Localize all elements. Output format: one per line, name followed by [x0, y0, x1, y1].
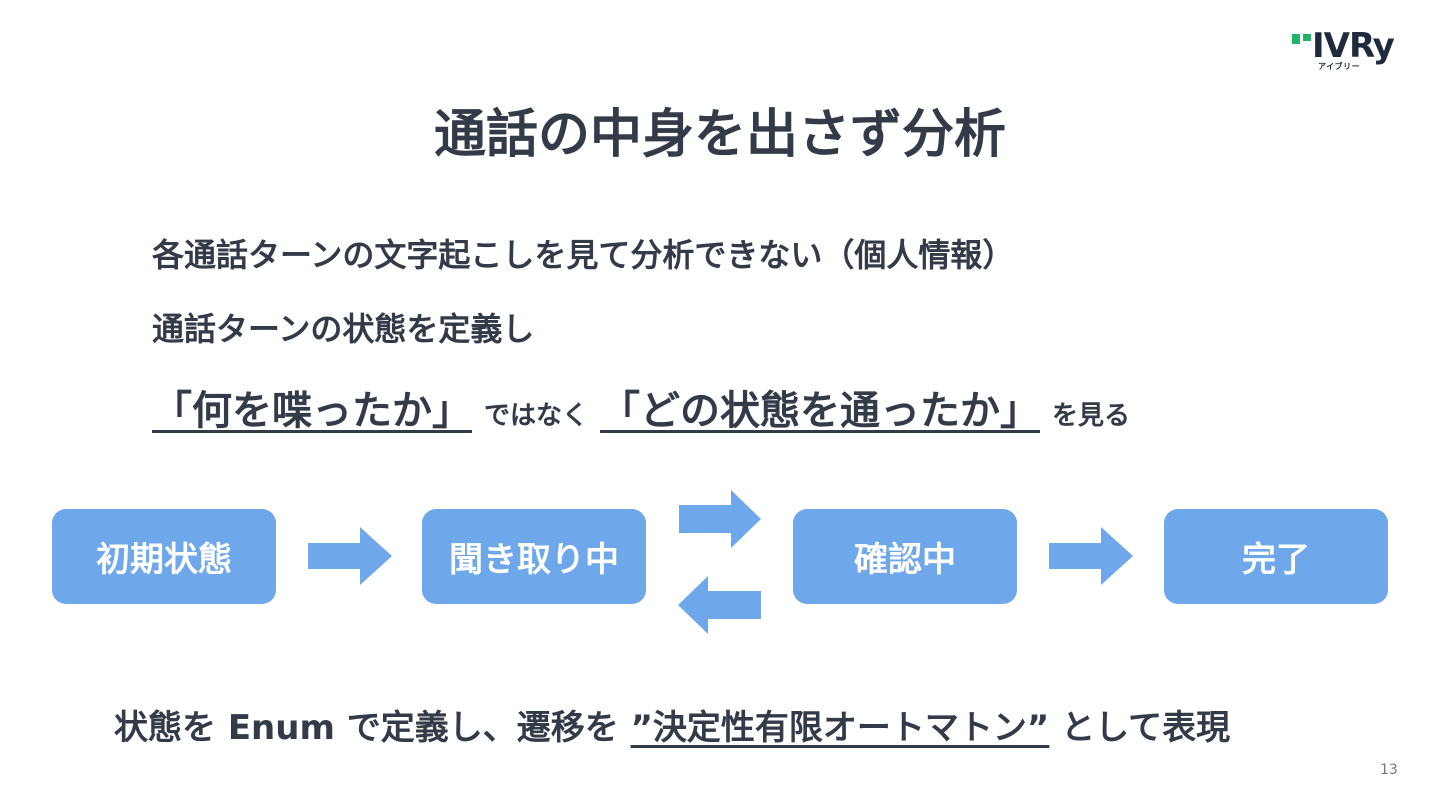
emphasis-which-state: 「どの状態を通ったか」	[600, 388, 1041, 434]
right-arrow-icon	[308, 527, 392, 585]
right-arrow-icon	[1049, 527, 1133, 585]
state-box-confirming: 確認中	[793, 509, 1017, 604]
bullet-line-3: 「何を喋ったか」 ではなく 「どの状態を通ったか」 を見る	[152, 378, 1142, 436]
state-box-initial: 初期状態	[52, 509, 276, 604]
logo-mark-icon	[1292, 34, 1311, 44]
suffix-text: を見る	[1052, 401, 1131, 431]
page-number: 13	[1380, 762, 1398, 778]
footer-statement: 状態を Enum で定義し、遷移を ”決定性有限オートマトン” として表現	[114, 700, 1230, 749]
slide-title: 通話の中身を出さず分析	[433, 105, 1006, 165]
left-arrow-icon	[678, 576, 761, 634]
state-box-complete: 完了	[1164, 509, 1388, 604]
footer-part-3: として表現	[1049, 708, 1231, 748]
footer-part-1: 状態を Enum で定義し、遷移を	[114, 708, 631, 748]
state-box-listening: 聞き取り中	[422, 509, 646, 604]
emphasis-what-said: 「何を喋ったか」	[152, 388, 472, 434]
bullet-line-2: 通話ターンの状態を定義し	[152, 310, 535, 348]
footer-dfa-term: ”決定性有限オートマトン”	[630, 708, 1050, 748]
logo-subtext: アイブリー	[1318, 62, 1361, 71]
right-arrow-icon	[679, 490, 761, 548]
ivry-logo: IVRy アイブリー	[1292, 26, 1412, 74]
bullet-line-1: 各通話ターンの文字起こしを見て分析できない（個人情報）	[152, 236, 1015, 274]
logo-text: IVRy	[1312, 26, 1395, 66]
connector-text: ではなく	[484, 401, 589, 431]
